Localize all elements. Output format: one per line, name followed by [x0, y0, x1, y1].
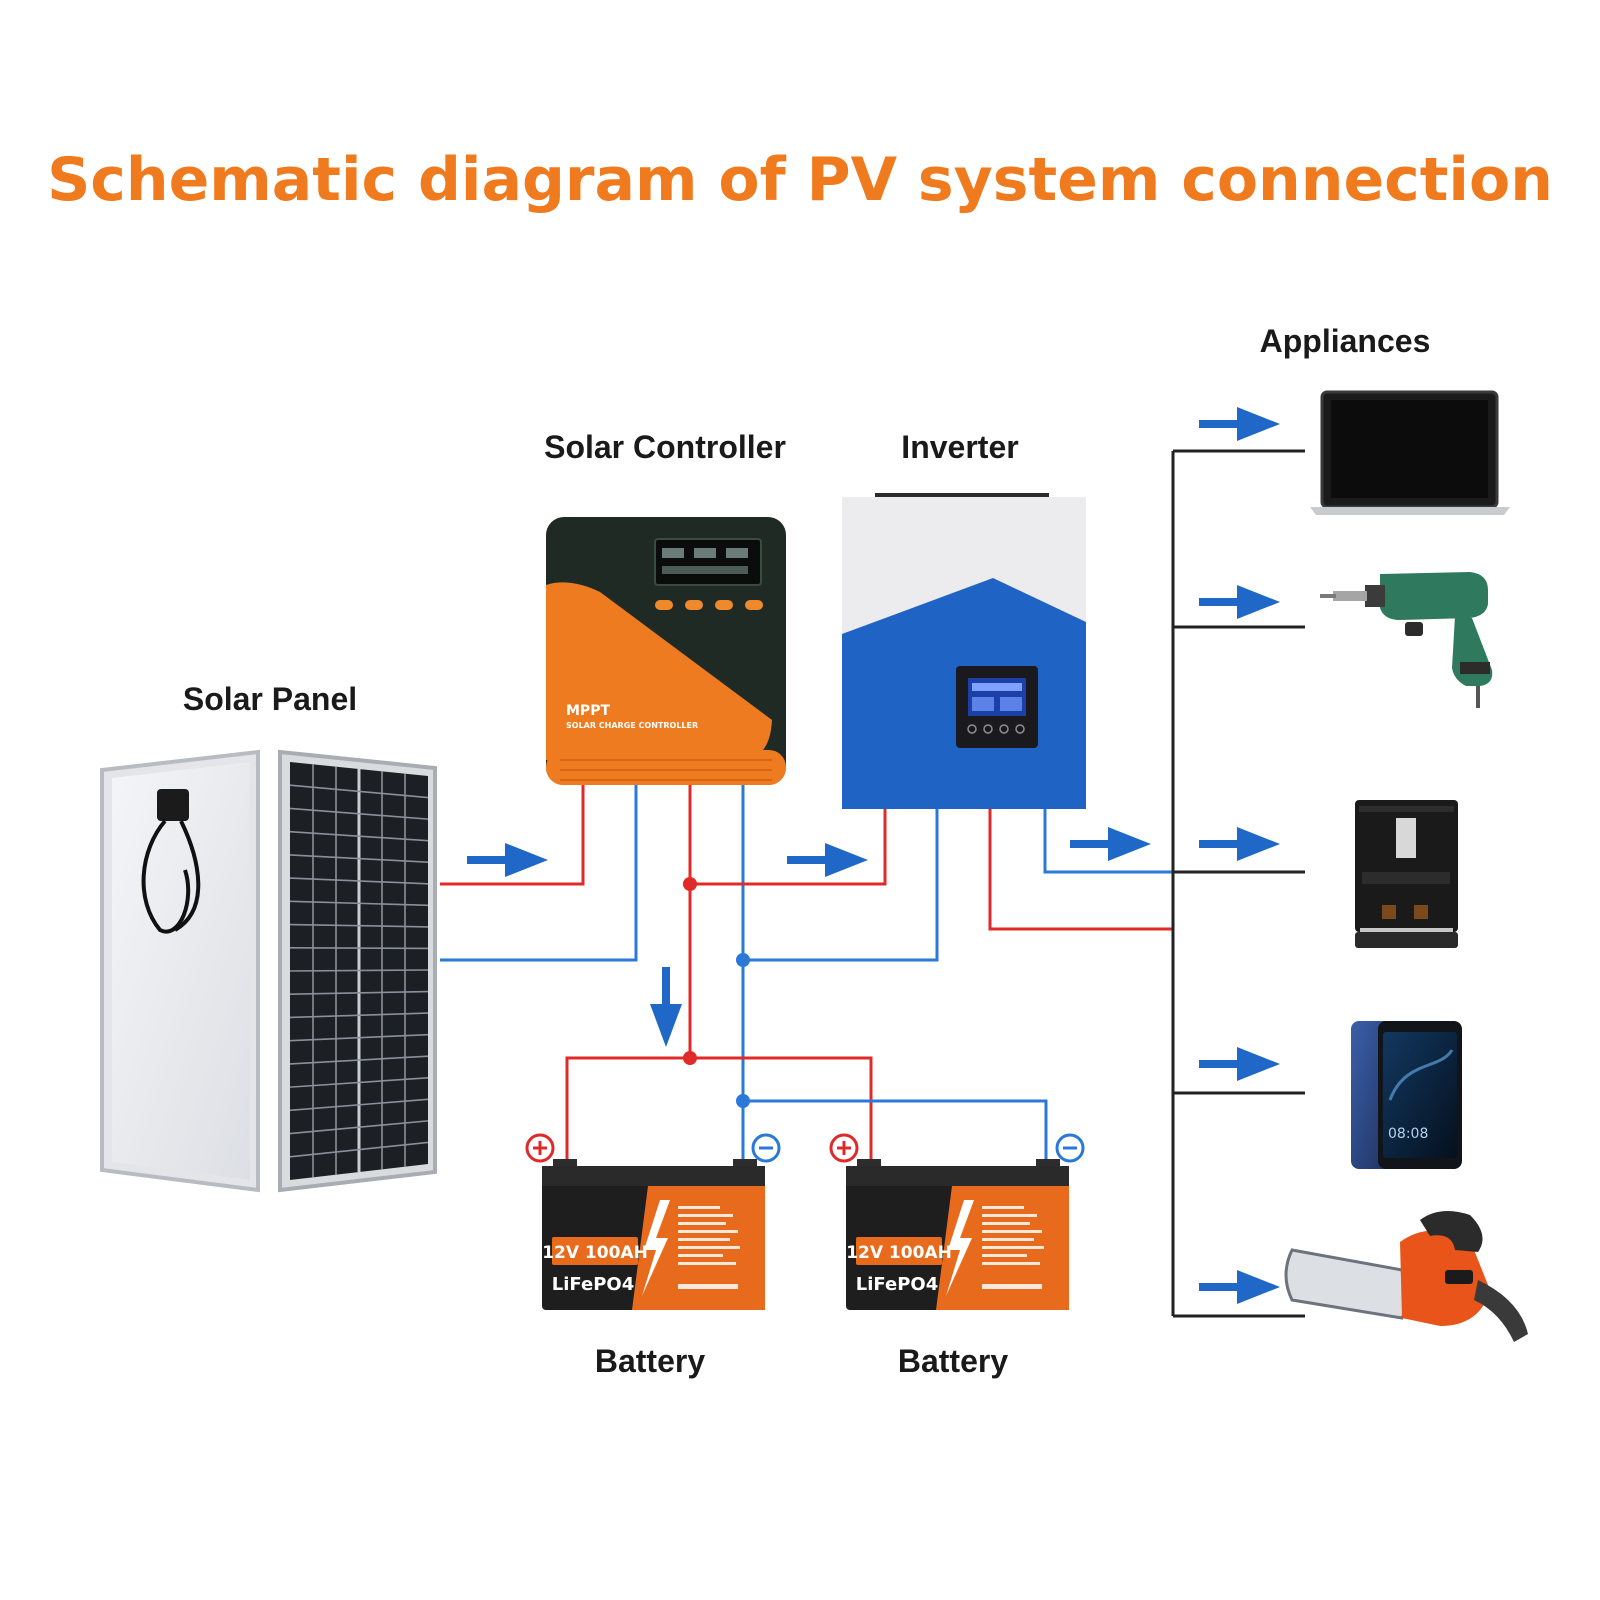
- panel-negative-wire: [440, 785, 638, 962]
- inverter-label: Inverter: [901, 429, 1018, 465]
- battery-2-positive-icon: [829, 1133, 859, 1163]
- arrow-inverter-to-appliances: [1070, 827, 1151, 861]
- arrow-to-coffee-machine: [1199, 827, 1280, 861]
- panel-cell-line: [289, 877, 429, 885]
- inverter-negative-input-wire: [743, 809, 939, 962]
- panel-cell-line: [289, 1141, 429, 1158]
- arrow-to-laptop: [1199, 407, 1280, 441]
- panel-cell-line: [289, 1120, 429, 1135]
- panel-cell-line: [289, 1098, 429, 1112]
- inverter-button-4: [1015, 724, 1025, 734]
- solar-panel: [100, 749, 437, 1193]
- solar-panel-label: Solar Panel: [183, 681, 357, 717]
- battery-1-negative-icon: [751, 1133, 781, 1163]
- coffee-machine-icon: [1355, 800, 1458, 948]
- battery-1-label: Battery: [595, 1343, 705, 1379]
- controller-button-4: [745, 600, 763, 610]
- battery-2-negative-icon: [1055, 1133, 1085, 1163]
- controller-button-2: [685, 600, 703, 610]
- appliances-label: Appliances: [1260, 323, 1431, 359]
- solar-panel-front: [278, 749, 437, 1193]
- panel-cell-line: [289, 946, 429, 950]
- controller-lcd: [654, 538, 762, 586]
- controller-buttons: [655, 600, 763, 610]
- inverter-output-blue: [1043, 809, 1173, 874]
- panel-cell-line: [289, 807, 429, 820]
- battery-negative-bus: [741, 1099, 1048, 1166]
- battery-2: 12V 100AH LiFePO4: [829, 1133, 1085, 1310]
- solar-charge-controller: MPPT SOLAR CHARGE CONTROLLER: [546, 517, 786, 785]
- flow-arrows: [467, 407, 1280, 1304]
- panel-cell-line: [289, 1076, 429, 1088]
- controller-brand: MPPT: [566, 703, 610, 719]
- phone-clock: 08:08: [1388, 1126, 1428, 1142]
- controller-button-1: [655, 600, 673, 610]
- panel-cell-line: [289, 854, 429, 864]
- inverter-button-3: [999, 724, 1009, 734]
- drill-icon: [1320, 572, 1493, 708]
- arrow-to-chainsaw: [1199, 1270, 1280, 1304]
- smartphone-icon: 08:08: [1351, 1021, 1462, 1169]
- diagram-title: Schematic diagram of PV system connectio…: [47, 145, 1553, 215]
- inverter-button-1: [967, 724, 977, 734]
- panel-cell-line: [289, 923, 429, 928]
- battery-1-positive-icon: [525, 1133, 555, 1163]
- inverter-button-2: [983, 724, 993, 734]
- wiring: [440, 449, 1305, 1318]
- controller-subtitle: SOLAR CHARGE CONTROLLER: [566, 721, 698, 730]
- panel-cell-line: [289, 1033, 429, 1042]
- panel-cell-line: [289, 784, 429, 799]
- inverter-output-red: [988, 809, 1173, 931]
- panel-cell-line: [289, 900, 429, 907]
- inverter-unit: [842, 493, 1086, 809]
- arrow-to-drill: [1199, 585, 1280, 619]
- battery-2-label: Battery: [898, 1343, 1008, 1379]
- battery-1: 12V 100AH LiFePO4: [525, 1133, 781, 1310]
- battery-2-rating: 12V 100AH: [846, 1243, 952, 1263]
- laptop-icon: [1310, 390, 1510, 515]
- junction-dot: [736, 953, 750, 967]
- arrow-controller-to-inverter: [787, 843, 868, 877]
- arrow-panel-to-controller: [467, 843, 548, 877]
- battery-1-lightning-icon: [642, 1200, 670, 1296]
- arrow-to-phone: [1199, 1047, 1280, 1081]
- panel-cell-line: [289, 969, 429, 972]
- panel-cell-line: [289, 1055, 429, 1065]
- junction-dot: [683, 1051, 697, 1065]
- battery-2-chemistry: LiFePO4: [856, 1274, 938, 1295]
- chainsaw-icon: [1284, 1211, 1528, 1342]
- panel-cell-line: [289, 830, 429, 842]
- arrow-to-battery: [650, 967, 682, 1047]
- junction-dot: [736, 1094, 750, 1108]
- battery-2-lightning-icon: [946, 1200, 974, 1296]
- panel-cell-line: [289, 990, 429, 996]
- solar-controller-label: Solar Controller: [544, 429, 786, 465]
- inverter-positive-input-wire: [690, 809, 887, 886]
- controller-button-3: [715, 600, 733, 610]
- panel-positive-wire: [440, 785, 585, 886]
- panel-cell-line: [289, 1012, 429, 1019]
- solar-panel-back: [100, 749, 260, 1193]
- battery-1-rating: 12V 100AH: [542, 1243, 648, 1263]
- battery-positive-bus: [565, 1056, 873, 1166]
- junction-dot: [683, 877, 697, 891]
- battery-1-chemistry: LiFePO4: [552, 1274, 634, 1295]
